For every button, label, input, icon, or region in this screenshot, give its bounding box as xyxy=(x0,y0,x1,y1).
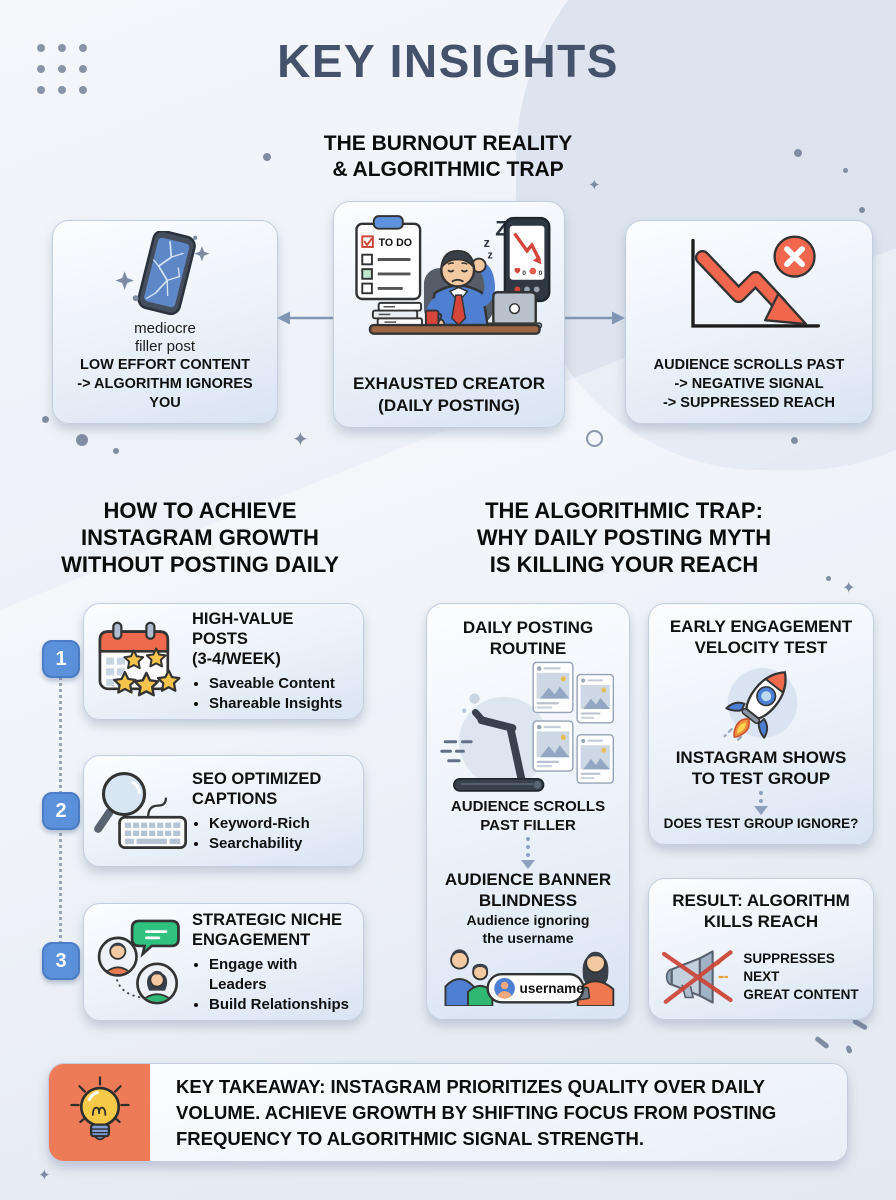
step-bullets: Engage with Leaders Build Relationships xyxy=(209,955,353,1015)
niche-engagement-card: STRATEGIC NICHE ENGAGEMENT Engage with L… xyxy=(83,903,364,1021)
calendar-stars-icon xyxy=(90,616,192,708)
audience-username-illustration: username xyxy=(444,949,615,1006)
exhausted-creator-label: EXHAUSTED CREATOR (DAILY POSTING) xyxy=(352,374,546,415)
decor-dot xyxy=(791,437,798,444)
post-thumbnails-icon xyxy=(532,661,615,784)
muted-megaphone-icon xyxy=(661,950,733,1004)
treadmill-posts-illustration xyxy=(440,661,615,792)
trap-section-heading: THE ALGORITHMIC TRAP: WHY DAILY POSTING … xyxy=(446,497,802,578)
username-pill: username xyxy=(486,972,585,1004)
seo-captions-card: SEO OPTIMIZED CAPTIONS Keyword-Rich Sear… xyxy=(83,755,364,867)
filler-post-caption: mediocre filler post xyxy=(134,320,196,355)
low-effort-content-card: mediocre filler post LOW EFFORT CONTENT … xyxy=(52,220,278,424)
decor-dot xyxy=(826,576,831,581)
sparkle-icon: ✦ xyxy=(38,1167,51,1184)
banner-blindness-title: AUDIENCE BANNER BLINDNESS xyxy=(444,869,612,910)
sparkle-icon: ✦ xyxy=(588,177,601,194)
velocity-title: EARLY ENGAGEMENT VELOCITY TEST xyxy=(669,617,853,657)
result-label: SUPPRESSES NEXT GREAT CONTENT xyxy=(743,951,859,1002)
heading-line: THE BURNOUT REALITY xyxy=(323,132,573,155)
high-value-posts-card: HIGH-VALUE POSTS (3-4/WEEK) Saveable Con… xyxy=(83,603,364,720)
daily-posting-routine-card: DAILY POSTING ROUTINE xyxy=(426,603,630,1020)
velocity-test-card: EARLY ENGAGEMENT VELOCITY TEST INSTAGRAM… xyxy=(648,603,874,845)
exhausted-creator-illustration: TO DO z Z z 0 0 xyxy=(355,215,551,335)
decor-dot xyxy=(859,207,865,213)
username-label: username xyxy=(520,981,585,996)
burst-decoration xyxy=(814,1035,830,1050)
heading-line: IS KILLING YOUR REACH xyxy=(489,552,759,577)
books-stack-icon xyxy=(371,301,423,327)
step-bullets: Keyword-Rich Searchability xyxy=(209,814,321,854)
decor-dot xyxy=(113,448,119,454)
takeaway-icon-panel xyxy=(49,1064,150,1161)
declining-metrics-phone-icon: 0 0 xyxy=(503,216,551,303)
sparkle-icon xyxy=(194,246,210,262)
step-text: STRATEGIC NICHE ENGAGEMENT Engage with L… xyxy=(192,910,353,1015)
heading-line: HOW TO ACHIEVE xyxy=(103,498,297,523)
sparkle-icon: ✦ xyxy=(292,429,309,451)
declining-chart-icon xyxy=(691,235,820,328)
heading-line: & ALGORITHMIC TRAP xyxy=(332,158,564,181)
sparkle-icon: ✦ xyxy=(842,580,856,597)
suppressed-reach-label: AUDIENCE SCROLLS PAST -> NEGATIVE SIGNAL… xyxy=(653,357,845,411)
dots-grid-decoration xyxy=(37,44,87,94)
growth-section-heading: HOW TO ACHIEVE INSTAGRAM GROWTH WITHOUT … xyxy=(18,497,382,578)
step-number-badge: 2 xyxy=(42,792,80,830)
routine-mid-label: AUDIENCE SCROLLS PAST FILLER xyxy=(450,797,606,834)
treadmill-icon xyxy=(440,708,545,792)
decor-dot xyxy=(263,153,271,161)
step-text: SEO OPTIMIZED CAPTIONS Keyword-Rich Sear… xyxy=(192,769,321,854)
suppressed-reach-card: AUDIENCE SCROLLS PAST -> NEGATIVE SIGNAL… xyxy=(625,220,873,424)
cracked-phone-icon xyxy=(115,231,210,316)
ring-decoration xyxy=(586,430,603,447)
sleep-z: z xyxy=(484,236,490,250)
step-bullets: Saveable Content Shareable Insights xyxy=(209,674,353,714)
decor-dot xyxy=(843,168,848,173)
rocket-icon xyxy=(723,668,798,744)
sleep-z: z xyxy=(488,250,493,262)
svg-text:0: 0 xyxy=(539,270,543,277)
burnout-section-heading: THE BURNOUT REALITY & ALGORITHMIC TRAP xyxy=(0,131,896,183)
decor-dot xyxy=(794,149,802,157)
result-row: SUPPRESSES NEXT GREAT CONTENT xyxy=(659,946,863,1008)
step-number-badge: 3 xyxy=(42,942,80,980)
decor-dot xyxy=(76,434,88,446)
key-takeaway-banner: KEY TAKEAWAY: INSTAGRAM PRIORITIZES QUAL… xyxy=(48,1063,848,1162)
velocity-mid-label: INSTAGRAM SHOWS TO TEST GROUP xyxy=(675,748,847,788)
velocity-bottom-label: DOES TEST GROUP IGNORE? xyxy=(663,816,859,831)
arrow-right-icon xyxy=(565,311,625,325)
heading-line: WHY DAILY POSTING MYTH xyxy=(476,525,772,550)
step-text: HIGH-VALUE POSTS (3-4/WEEK) Saveable Con… xyxy=(192,609,353,714)
banner-blindness-sub: Audience ignoring the username xyxy=(466,911,590,946)
exhausted-creator-card: TO DO z Z z 0 0 xyxy=(333,201,565,428)
result-title: RESULT: ALGORITHM KILLS REACH xyxy=(672,891,850,931)
burst-decoration xyxy=(851,1018,869,1031)
result-card: RESULT: ALGORITHM KILLS REACH SUPPRESSES… xyxy=(648,878,874,1020)
burst-decoration xyxy=(845,1044,853,1055)
heading-line: WITHOUT POSTING DAILY xyxy=(61,552,339,577)
page-title: KEY INSIGHTS xyxy=(277,35,619,87)
niche-engagement-avatars-icon xyxy=(90,914,192,1010)
heading-line: THE ALGORITHMIC TRAP: xyxy=(485,498,763,523)
heading-line: INSTAGRAM GROWTH xyxy=(81,525,319,550)
flow-down-arrow-icon xyxy=(754,789,768,815)
lightbulb-icon xyxy=(69,1075,130,1140)
takeaway-text: KEY TAKEAWAY: INSTAGRAM PRIORITIZES QUAL… xyxy=(150,1064,847,1161)
decor-dot xyxy=(42,416,49,423)
routine-title: DAILY POSTING ROUTINE xyxy=(462,618,594,658)
flow-down-arrow-icon xyxy=(521,835,535,869)
todo-label: TO DO xyxy=(379,237,412,249)
sparkle-icon xyxy=(115,271,134,290)
arrow-left-icon xyxy=(277,311,333,325)
step-number-badge: 1 xyxy=(42,640,80,678)
svg-text:0: 0 xyxy=(522,270,526,277)
seo-magnifier-keyboard-icon xyxy=(90,765,192,857)
low-effort-label: LOW EFFORT CONTENT -> ALGORITHM IGNORES … xyxy=(77,357,253,411)
